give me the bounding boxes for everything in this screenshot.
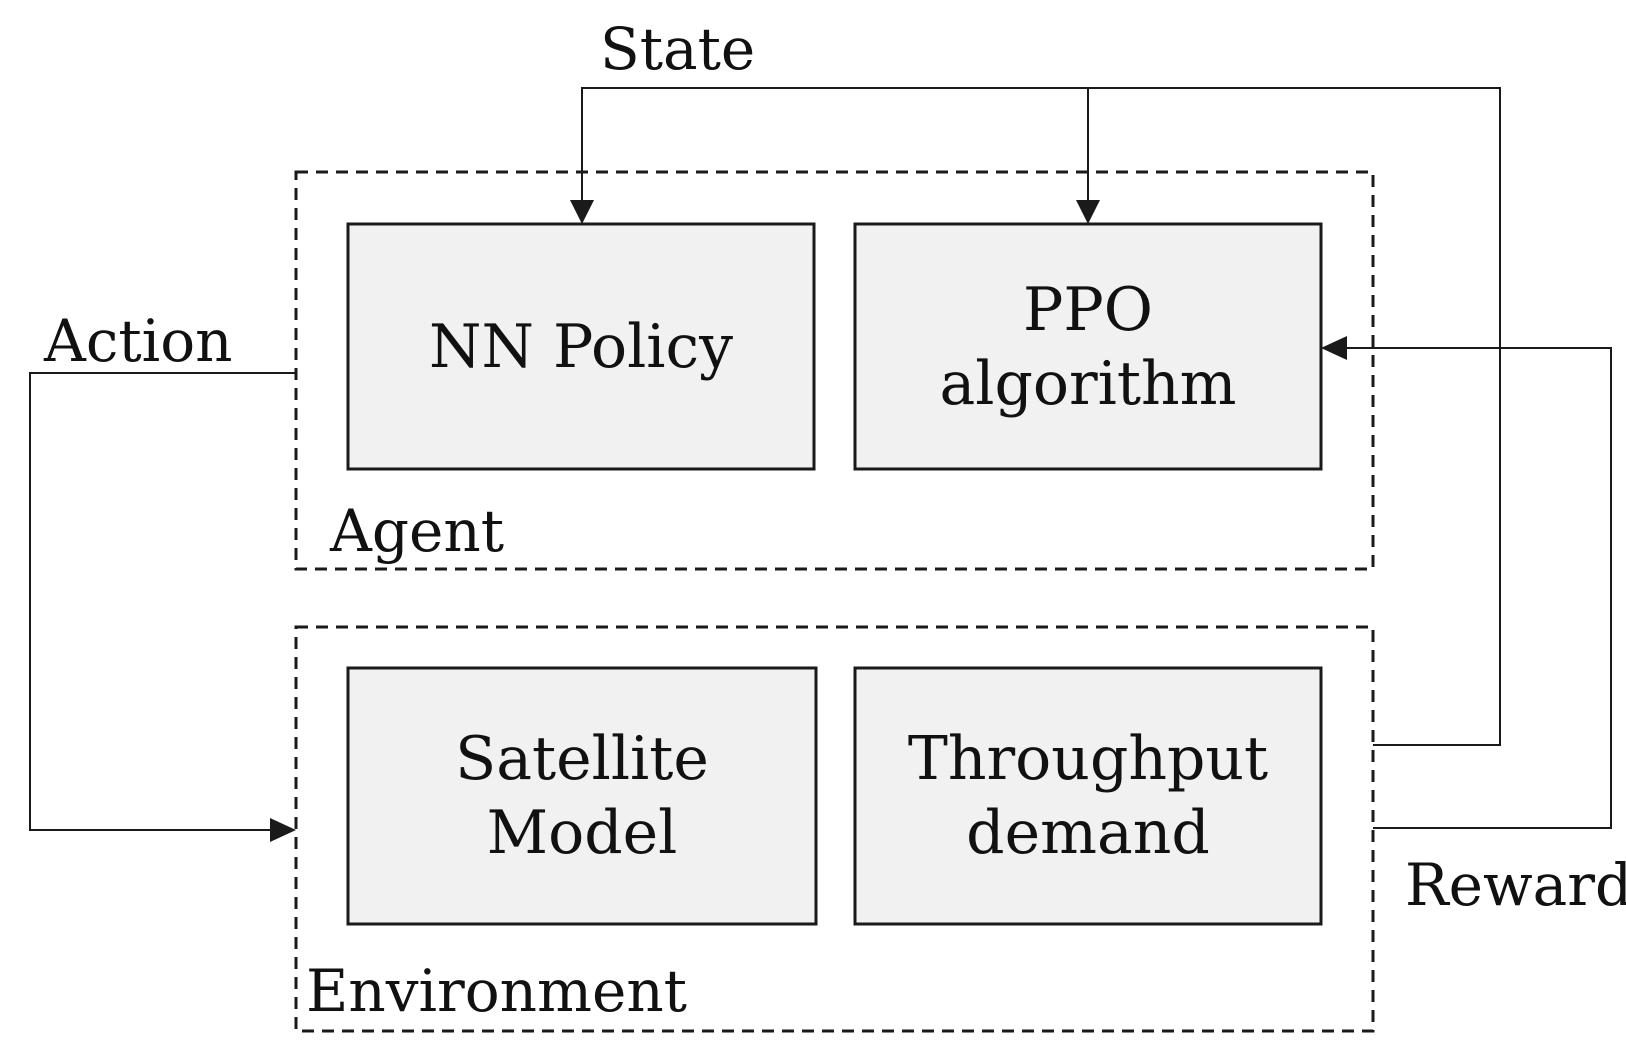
nn-policy-line-1: NN Policy bbox=[428, 311, 733, 382]
throughput-line-2: demand bbox=[966, 798, 1210, 868]
action-edge-label: Action bbox=[44, 307, 233, 375]
throughput-label: Throughput demand bbox=[855, 668, 1321, 924]
satellite-box bbox=[346, 666, 818, 926]
reward-edge-label: Reward bbox=[1405, 851, 1626, 919]
nn-policy-label: NN Policy bbox=[348, 224, 814, 469]
satellite-line-2: Model bbox=[486, 798, 678, 868]
ppo-line-1: PPO bbox=[1023, 274, 1153, 345]
throughput-box bbox=[853, 666, 1323, 926]
ppo-line-2: algorithm bbox=[939, 348, 1237, 419]
agent-group-label: Agent bbox=[330, 497, 504, 565]
satellite-label: Satellite Model bbox=[348, 668, 816, 924]
agent-frame bbox=[294, 170, 1375, 571]
state-to-policy-arrowhead bbox=[570, 200, 594, 224]
action-arrow-line bbox=[29, 372, 296, 831]
action-to-environment-arrowhead bbox=[270, 818, 296, 842]
reward-arrow-line bbox=[1340, 347, 1612, 829]
throughput-line-1: Throughput bbox=[907, 724, 1269, 794]
state-to-ppo-arrowhead bbox=[1076, 200, 1100, 224]
reward-to-ppo-arrowhead bbox=[1321, 336, 1347, 360]
environment-frame bbox=[294, 625, 1375, 1033]
ppo-label: PPO algorithm bbox=[855, 224, 1321, 469]
nn-policy-box bbox=[346, 222, 816, 471]
state-edge-label: State bbox=[600, 15, 756, 83]
state-arrow-line bbox=[581, 87, 1501, 746]
ppo-box bbox=[853, 222, 1323, 471]
satellite-line-1: Satellite bbox=[455, 724, 709, 794]
environment-group-label: Environment bbox=[306, 957, 687, 1025]
